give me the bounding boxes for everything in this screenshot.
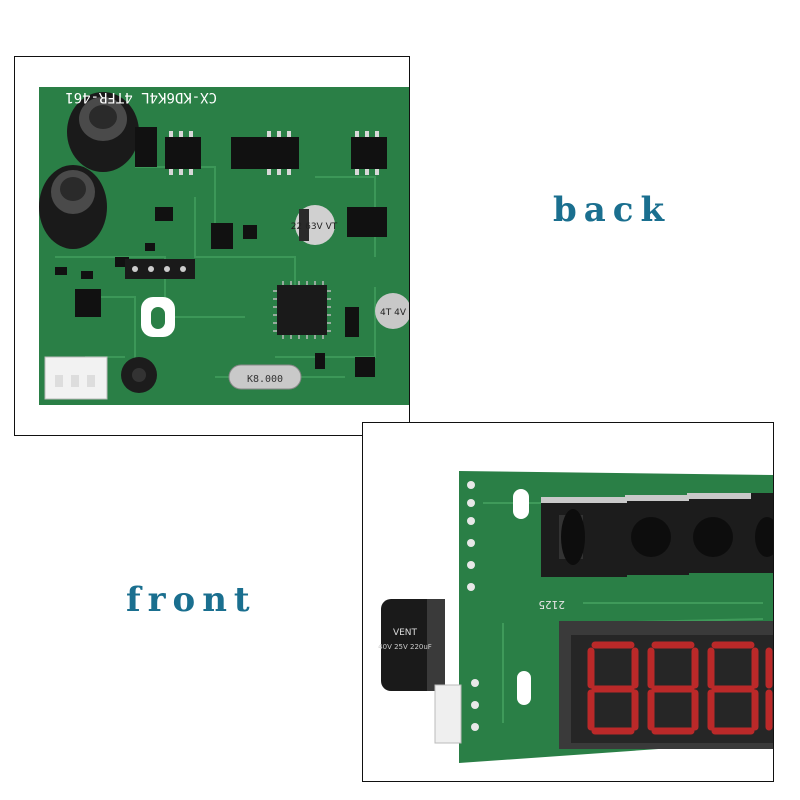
back-silkscreen-text: CX-KD6K4L 4TFR-461 <box>65 89 217 105</box>
main-ic <box>273 281 331 339</box>
svg-text:VENT: VENT <box>393 628 418 638</box>
pin-header <box>125 259 195 279</box>
inductor-bottom <box>39 165 107 249</box>
seven-segment-display <box>559 621 773 749</box>
svg-text:K8.000: K8.000 <box>247 374 283 385</box>
svg-text:40V 25V 220uF: 40V 25V 220uF <box>378 643 432 651</box>
svg-text:4T 4V: 4T 4V <box>380 308 407 318</box>
capacitor-22uf: 22 63V VT <box>291 205 338 245</box>
crystal-oscillator: K8.000 <box>228 364 302 390</box>
front-capacitor: VENT 40V 25V 220uF <box>378 599 445 691</box>
front-photo-panel: 2125 VENT 40V 25V 220uF <box>362 422 774 782</box>
svg-text:22 63V VT: 22 63V VT <box>291 222 338 232</box>
mounting-hole <box>141 297 175 337</box>
back-caption: back <box>553 190 672 230</box>
pcb-back-image: CX-KD6K4L 4TFR-461 22 63V VT <box>15 57 409 435</box>
front-connector <box>434 684 462 744</box>
tactile-button-row <box>541 493 773 577</box>
back-photo-panel: CX-KD6K4L 4TFR-461 22 63V VT <box>14 56 410 436</box>
pcb-front-image: 2125 VENT 40V 25V 220uF <box>363 423 773 781</box>
capacitor-right: 4T 4V <box>375 293 409 329</box>
front-mounting-hole <box>513 489 529 519</box>
connector-jst <box>44 356 108 400</box>
inductor-top <box>67 92 139 172</box>
microphone <box>121 357 157 393</box>
front-silkscreen-text: 2125 <box>539 598 566 611</box>
front-caption: front <box>126 580 257 620</box>
